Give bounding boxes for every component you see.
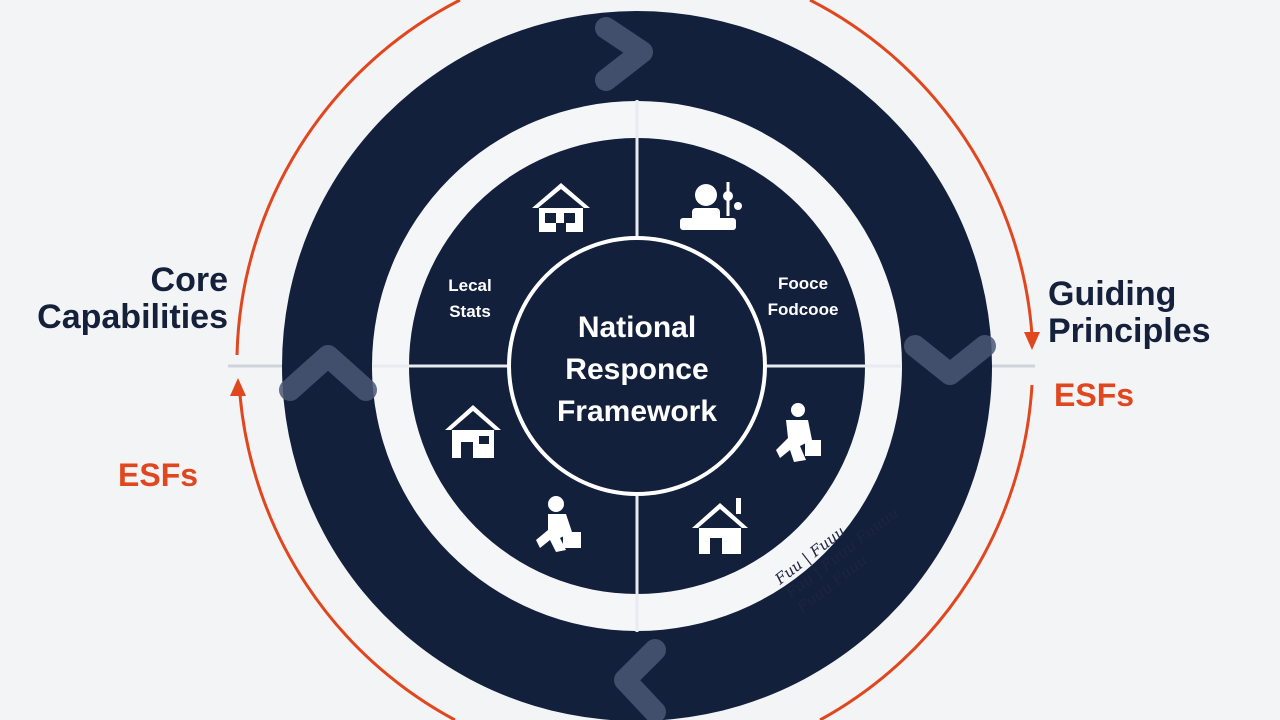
arc-bottom-left — [238, 394, 456, 720]
arc-top-right — [809, 0, 1034, 336]
center-circle — [507, 236, 767, 496]
center-title-line3: Framework — [557, 395, 717, 428]
guiding-principles-label: Guiding Principles — [1048, 275, 1211, 351]
house-icon-bottom-left — [445, 405, 501, 458]
center-title-line2: Responce — [565, 353, 708, 386]
quadrant-label-top-right: Fooce Fodcooe — [768, 274, 839, 319]
arc-top-left — [235, 0, 461, 356]
person-icon-bottom-left — [536, 496, 581, 552]
chevron-top-icon — [595, 17, 653, 91]
core-capabilities-line2: Capabilities — [37, 298, 228, 337]
house-icon-top-left — [532, 183, 590, 232]
person-icon-bottom-right — [776, 403, 821, 462]
cycle-arrows — [235, 0, 1034, 720]
esfs-label-left: ESFs — [118, 457, 199, 493]
arc-bottom-right — [819, 384, 1034, 720]
chevron-bottom-icon — [614, 639, 666, 720]
quadrant-lines — [372, 100, 902, 632]
chevron-right-icon — [904, 335, 996, 385]
quadrant-label-tr-line1: Fooce — [778, 274, 828, 293]
house-icon-bottom-right — [692, 498, 748, 554]
core-capabilities-line1: Core — [150, 261, 228, 299]
quadrant-label-tr-line2: Fodcooe — [768, 300, 839, 319]
quadrant-label-tl-line1: Lecal — [448, 276, 491, 295]
guiding-principles-line1: Guiding — [1048, 275, 1177, 313]
quadrant-label-tl-line2: Stats — [449, 302, 491, 321]
person-icon-top-right — [680, 182, 742, 230]
arrowhead-right — [1024, 332, 1040, 350]
esfs-label-right: ESFs — [1054, 377, 1135, 413]
chevron-left-icon — [279, 345, 377, 401]
core-capabilities-label: Core Capabilities — [30, 261, 228, 337]
arrowhead-left — [230, 378, 246, 396]
center-title: National Responce Framework — [557, 311, 717, 428]
quadrant-label-top-left: Lecal Stats — [448, 276, 491, 321]
guiding-principles-line2: Principles — [1048, 312, 1211, 351]
chevron-decorations — [279, 17, 996, 720]
center-title-line1: National — [578, 311, 696, 344]
